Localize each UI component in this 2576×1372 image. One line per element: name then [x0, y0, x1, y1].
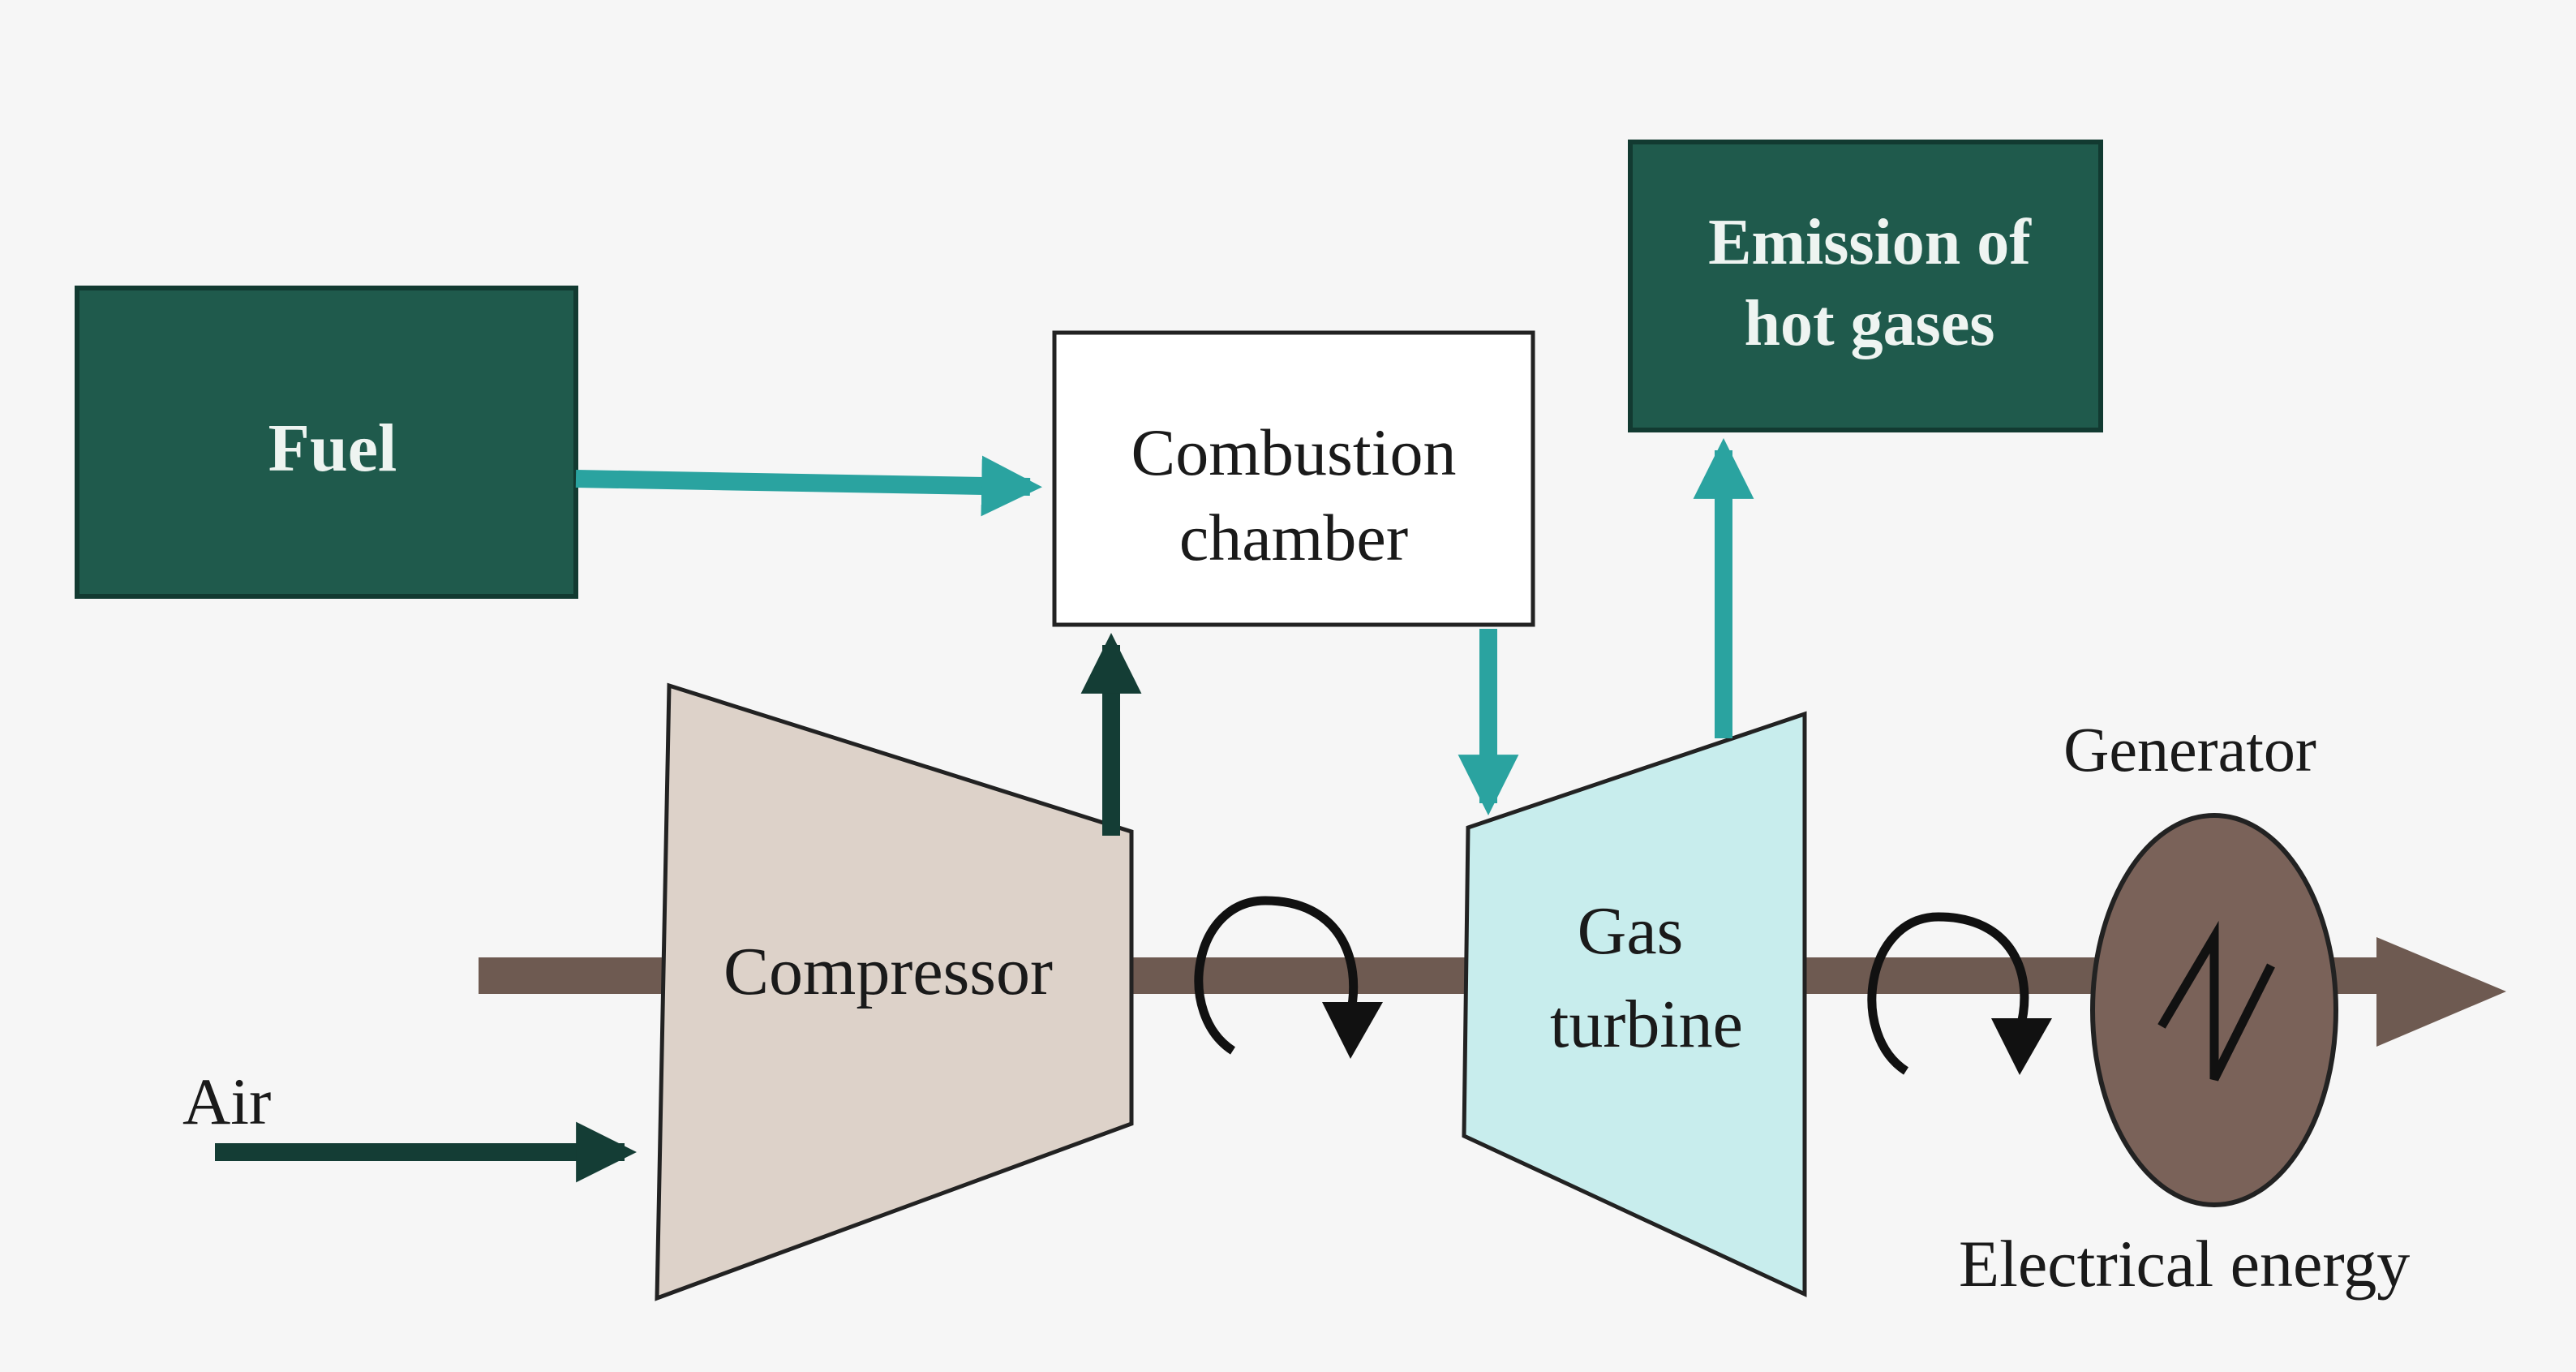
emission-label-line1: Emission of	[1708, 207, 2032, 278]
fuel-box: Fuel	[75, 286, 578, 599]
emission-box: Emission of hot gases	[1628, 140, 2103, 432]
compressor: Compressor	[655, 682, 1134, 1301]
gas-turbine-label-line2: turbine	[1550, 987, 1743, 1062]
combustion-chamber-box: Combustion chamber	[1052, 330, 1535, 627]
rotation-arrow-icon	[1194, 896, 1383, 1059]
fuel-to-combustion-arrow	[575, 455, 1042, 517]
shaft-output-arrowhead	[2376, 937, 2506, 1047]
generator: Generator	[2063, 714, 2338, 1207]
emission-label-line2: hot gases	[1745, 288, 1995, 359]
air-label: Air	[182, 1064, 271, 1138]
combustion-chamber-label-line2: chamber	[1179, 501, 1408, 574]
fuel-label: Fuel	[268, 411, 397, 486]
ac-symbol-icon	[2157, 920, 2275, 1082]
combustion-chamber-label-line1: Combustion	[1131, 415, 1457, 489]
electrical-energy-label: Electrical energy	[1959, 1227, 2410, 1301]
gas-turbine: Gas turbine	[1462, 711, 1807, 1297]
compressor-label: Compressor	[723, 934, 1053, 1009]
generator-label: Generator	[2063, 714, 2316, 785]
rotation-arrow-icon	[1867, 912, 2052, 1075]
gas-turbine-label-line1: Gas	[1578, 893, 1684, 969]
